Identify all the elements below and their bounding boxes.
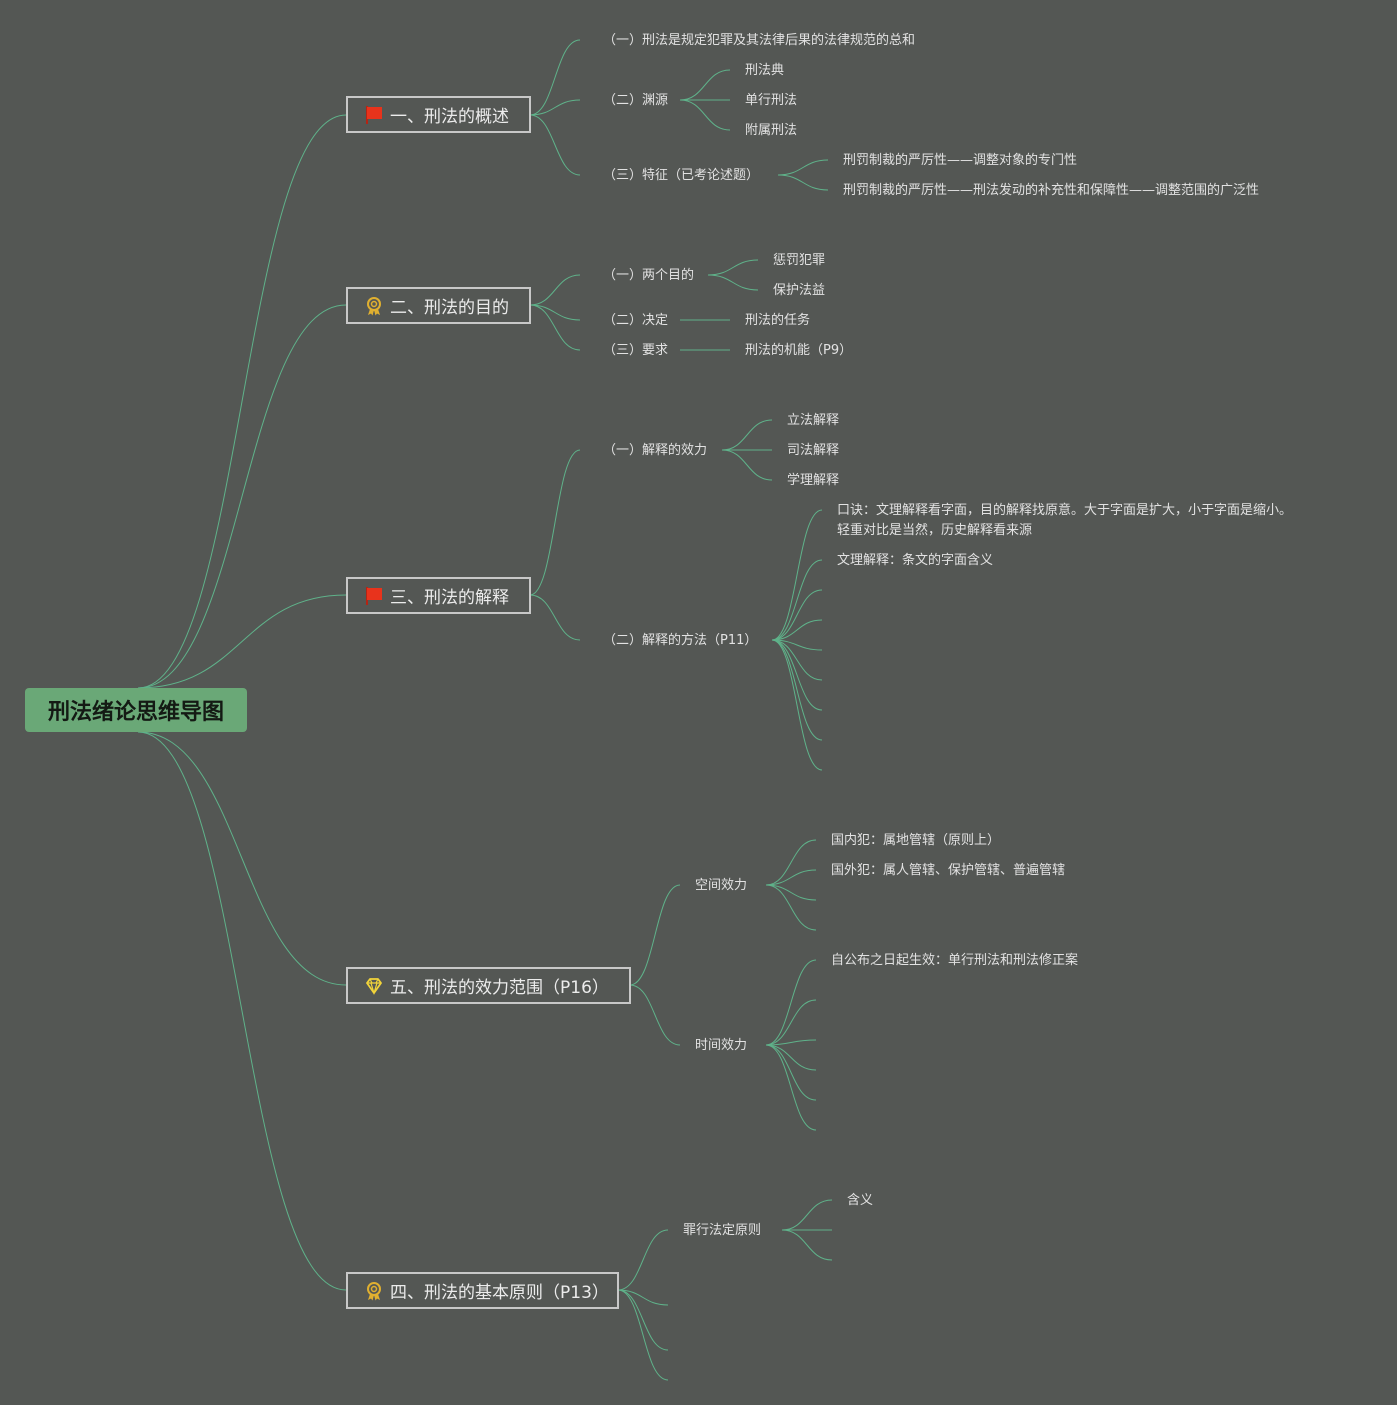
node-feature-1[interactable]: 刑罚制裁的严厉性——调整对象的专门性 — [843, 153, 1078, 168]
node-sources[interactable]: （二）渊源 — [603, 93, 669, 108]
branch-label: 三、刑法的解释 — [390, 588, 509, 608]
connector-curve — [765, 1039, 817, 1046]
connector-curve — [137, 731, 347, 986]
connector-curve — [617, 1289, 669, 1306]
connector-curve — [765, 999, 817, 1046]
connector-curve — [137, 594, 347, 689]
branch-overview[interactable]: 一、刑法的概述 — [346, 96, 531, 133]
branch-label: 二、刑法的目的 — [390, 298, 509, 318]
node-doctrinal[interactable]: 学理解释 — [787, 473, 840, 488]
connector-curve — [765, 884, 817, 931]
connector-curve — [765, 959, 817, 1046]
award-medal-icon — [367, 296, 381, 315]
connector-curve — [721, 449, 773, 481]
connector-curve — [771, 639, 823, 771]
connector-curve — [771, 619, 823, 641]
node-source-attached[interactable]: 附属刑法 — [745, 123, 798, 138]
node-domestic-crime[interactable]: 国内犯：属地管辖（原则上） — [831, 833, 1001, 848]
connector-curve — [771, 639, 823, 741]
connector-curve — [679, 69, 731, 101]
connector-curve — [529, 304, 581, 351]
node-legislative[interactable]: 立法解释 — [787, 413, 840, 428]
connector-curve — [529, 274, 581, 306]
connector-curve — [529, 99, 581, 116]
node-literal-interp[interactable]: 文理解释：条文的字面含义 — [837, 553, 994, 568]
connector-curve — [777, 159, 829, 176]
node-judicial[interactable]: 司法解释 — [787, 443, 840, 458]
connector-curve — [771, 639, 823, 681]
branch-label: 四、刑法的基本原则（P13） — [390, 1283, 609, 1303]
node-mnemonic-line2: 轻重对比是当然，历史解释看来源 — [837, 523, 1033, 538]
connector-curve — [529, 114, 581, 176]
connector-curve — [137, 114, 347, 689]
node-interp-effect[interactable]: （一）解释的效力 — [603, 443, 708, 458]
connector-curve — [629, 884, 681, 986]
node-legality-principle[interactable]: 罪行法定原则 — [683, 1223, 762, 1238]
connector-curve — [137, 304, 347, 689]
connector-curve — [707, 274, 759, 291]
connector-curve — [529, 39, 581, 116]
connector-curve — [771, 639, 823, 711]
branch-purpose[interactable]: 二、刑法的目的 — [346, 287, 531, 324]
connector-curve — [529, 449, 581, 596]
connector-curve — [765, 1044, 817, 1071]
red-flag-icon — [366, 586, 382, 605]
node-definition[interactable]: （一）刑法是规定犯罪及其法律后果的法律规范的总和 — [603, 33, 916, 48]
node-effective-date[interactable]: 自公布之日起生效：单行刑法和刑法修正案 — [831, 953, 1079, 968]
branch-principles[interactable]: 四、刑法的基本原则（P13） — [346, 1272, 619, 1309]
branch-label: 一、刑法的概述 — [390, 107, 509, 127]
node-two-purposes[interactable]: （一）两个目的 — [603, 268, 695, 283]
connector-curve — [765, 884, 817, 901]
connector-curve — [137, 731, 347, 1291]
connector-curve — [765, 869, 817, 886]
root-topic[interactable]: 刑法绪论思维导图 — [25, 688, 247, 732]
connector-curve — [721, 419, 773, 451]
connector-curve — [617, 1289, 669, 1351]
connector-curve — [771, 589, 823, 641]
node-requirement[interactable]: （三）要求 — [603, 343, 669, 358]
node-foreign-crime[interactable]: 国外犯：属人管辖、保护管辖、普遍管辖 — [831, 863, 1066, 878]
connector-curve — [765, 839, 817, 886]
connector-curve — [617, 1289, 669, 1381]
connector-curve — [781, 1199, 833, 1231]
node-function[interactable]: 刑法的机能（P9） — [745, 343, 853, 358]
connector-curve — [777, 174, 829, 191]
node-temporal[interactable]: 时间效力 — [695, 1038, 748, 1053]
node-source-code[interactable]: 刑法典 — [745, 63, 785, 78]
node-spatial[interactable]: 空间效力 — [695, 878, 748, 893]
node-meaning[interactable]: 含义 — [847, 1193, 874, 1208]
connector-curve — [707, 259, 759, 276]
award-medal-icon — [367, 1281, 381, 1300]
connector-curve — [529, 594, 581, 641]
connector-curve — [629, 984, 681, 1046]
diamond-icon — [366, 977, 382, 995]
connector-curve — [781, 1229, 833, 1261]
connector-curve — [771, 509, 823, 641]
node-mnemonic-line1[interactable]: 口诀：文理解释看字面，目的解释找原意。大于字面是扩大，小于字面是缩小。 — [837, 503, 1293, 518]
red-flag-icon — [366, 105, 382, 124]
node-punish-crime[interactable]: 惩罚犯罪 — [773, 253, 826, 268]
node-determine[interactable]: （二）决定 — [603, 313, 669, 328]
connector-curve — [765, 1044, 817, 1131]
connector-curve — [771, 559, 823, 641]
node-source-separate[interactable]: 单行刑法 — [745, 93, 798, 108]
node-feature-2[interactable]: 刑罚制裁的严厉性——刑法发动的补充性和保障性——调整范围的广泛性 — [843, 183, 1260, 198]
branch-scope[interactable]: 五、刑法的效力范围（P16） — [346, 967, 631, 1004]
connector-curve — [529, 304, 581, 321]
connector-curve — [617, 1229, 669, 1291]
connector-curve — [679, 99, 731, 131]
node-interp-method[interactable]: （二）解释的方法（P11） — [603, 633, 758, 648]
branch-interpretation[interactable]: 三、刑法的解释 — [346, 577, 531, 614]
node-features[interactable]: （三）特征（已考论述题） — [603, 168, 760, 183]
connector-curve — [765, 1044, 817, 1101]
node-protect-interest[interactable]: 保护法益 — [773, 283, 826, 298]
node-task[interactable]: 刑法的任务 — [745, 313, 811, 328]
branch-label: 五、刑法的效力范围（P16） — [390, 978, 609, 998]
